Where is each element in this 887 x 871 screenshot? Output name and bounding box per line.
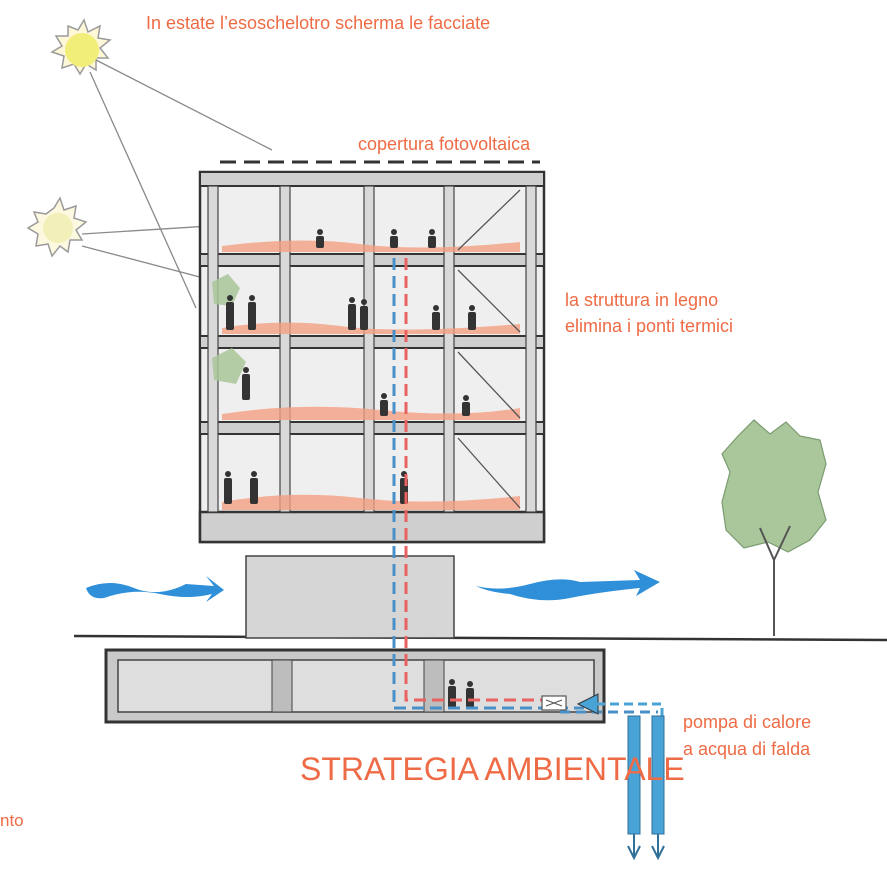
wood-structure-label-line2: elimina i ponti termici <box>565 316 734 336</box>
airflow-arrow-icon-left <box>86 576 224 602</box>
sun-icon-low <box>26 196 88 258</box>
heat-pump-icon <box>541 693 599 715</box>
pv-roof-label: copertura fotovoltaica <box>358 134 531 154</box>
heat-pump-label-line2: a acqua di falda <box>683 739 811 759</box>
tree-icon <box>721 419 827 636</box>
person-icon-group <box>224 229 476 708</box>
ground-core <box>245 555 455 639</box>
duct-lines <box>392 258 658 714</box>
basement <box>104 648 606 724</box>
cut-off-label: nto <box>0 811 24 830</box>
ground-line <box>73 634 887 642</box>
summer-shading-label: In estate l’esoschelotro scherma le facc… <box>146 13 491 33</box>
heat-pump-label-line1: pompa di calore <box>683 712 812 732</box>
sun-icon-high <box>50 18 112 76</box>
groundwater-well-icon <box>596 702 665 861</box>
wood-structure-label-line1: la struttura in legno <box>565 290 719 310</box>
airflow-arrow-icon-right <box>476 570 660 601</box>
diagram-title: STRATEGIA AMBIENTALE <box>300 751 685 787</box>
